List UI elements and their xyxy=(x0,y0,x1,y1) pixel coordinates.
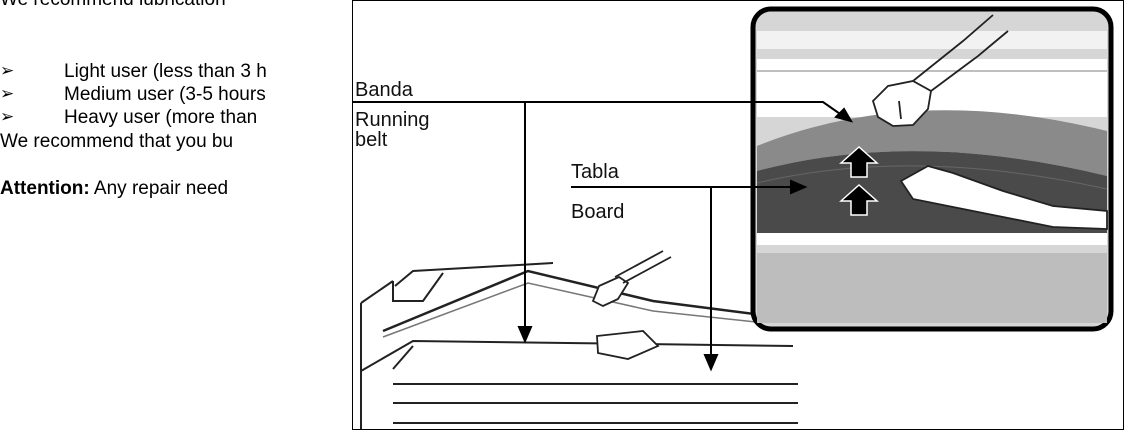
treadmill-base-drawing xyxy=(360,262,798,429)
leader-lines xyxy=(353,101,854,372)
lift-arrow-icon xyxy=(839,145,879,216)
label-running: Running xyxy=(355,109,430,131)
upper-hand-drawing xyxy=(871,14,1009,127)
document-text: We recommend lubrication ➢ Light user (l… xyxy=(0,0,360,432)
label-belt: belt xyxy=(355,129,388,151)
bullet-arrow-icon: ➢ xyxy=(0,107,15,127)
intro-line: We recommend lubrication xyxy=(0,0,226,11)
foot-drawing xyxy=(899,165,1108,230)
attention-label: Attention: xyxy=(0,178,90,199)
label-tabla: Tabla xyxy=(571,161,619,183)
label-banda: Banda xyxy=(355,79,413,101)
inset-panel xyxy=(750,6,1114,332)
bullet-arrow-icon: ➢ xyxy=(0,84,15,104)
figure-drawing xyxy=(353,6,1114,429)
lower-hand-drawing xyxy=(591,250,672,360)
bullet-text: Heavy user (more than xyxy=(64,107,258,128)
attention-line: Attention: Any repair need xyxy=(0,177,228,200)
bullet-text: Light user (less than 3 h xyxy=(64,61,267,82)
treadmill-lubrication-figure: Banda Running belt Tabla Board xyxy=(352,0,1124,430)
attention-text: Any repair need xyxy=(89,178,229,199)
bullet-text: Medium user (3-5 hours xyxy=(64,84,266,105)
recommend-line: We recommend that you bu xyxy=(0,131,234,152)
label-board: Board xyxy=(571,201,625,223)
bullet-arrow-icon: ➢ xyxy=(0,61,15,81)
